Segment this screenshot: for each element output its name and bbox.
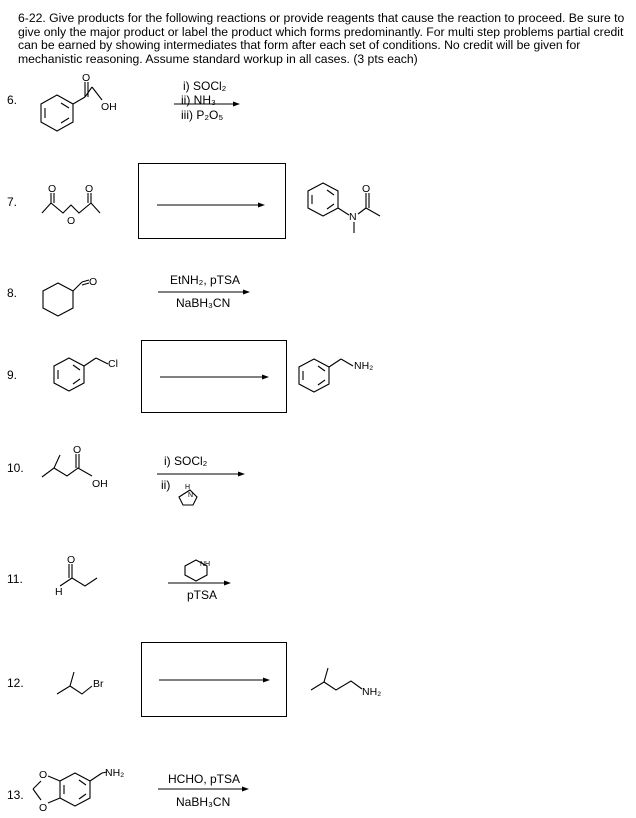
p13-starting-material: O O NH₂ xyxy=(32,767,124,814)
p12-starting-material: Br xyxy=(56,671,104,695)
p6-reagent-3: iii) P₂O₅ xyxy=(181,108,224,122)
p11-reaction-arrow xyxy=(168,580,231,586)
p7-reagent-answer-box[interactable] xyxy=(138,163,286,239)
svg-text:Cl: Cl xyxy=(108,358,118,370)
problem-10-number: 10. xyxy=(7,461,24,475)
p12-product: NH₂ xyxy=(310,667,381,698)
p8-reagent-1: EtNH₂, pTSA xyxy=(170,273,241,287)
svg-text:O: O xyxy=(48,183,56,195)
problem-9-number: 9. xyxy=(7,368,18,382)
instructions-text: 6-22. Give products for the following re… xyxy=(18,11,625,66)
svg-text:Br: Br xyxy=(93,678,104,690)
p10-reaction-arrow xyxy=(157,471,245,477)
p11-pyrrolidine-reagent: NH xyxy=(184,559,210,582)
p8-starting-material: O xyxy=(42,276,97,317)
p10-starting-material: O OH xyxy=(41,444,108,490)
svg-text:H: H xyxy=(55,586,63,598)
svg-text:O: O xyxy=(67,215,75,227)
problem-6-number: 6. xyxy=(7,93,18,107)
svg-text:O: O xyxy=(39,802,47,814)
problem-8-number: 8. xyxy=(7,286,18,300)
p10-pyrrolidine-reagent: H N xyxy=(178,484,198,506)
svg-text:NH: NH xyxy=(200,561,210,568)
svg-text:OH: OH xyxy=(92,478,108,490)
p6-reagent-2: ii) NH₃ xyxy=(181,93,216,107)
p10-reagent-2: ii) xyxy=(161,478,171,492)
p9-starting-material: Cl xyxy=(53,357,118,392)
problem-11-number: 11. xyxy=(7,572,23,586)
svg-text:O: O xyxy=(85,183,93,195)
p7-reaction-arrow xyxy=(157,202,265,208)
p10-reagent-1: i) SOCl₂ xyxy=(164,454,208,468)
svg-text:OH: OH xyxy=(101,101,117,113)
p8-reagent-2: NaBH₃CN xyxy=(176,296,231,310)
p7-product: N O xyxy=(307,182,381,233)
p11-starting-material: O H xyxy=(55,554,98,598)
problem-12-number: 12. xyxy=(7,676,24,690)
problem-7-number: 7. xyxy=(7,195,18,209)
svg-text:O: O xyxy=(39,769,47,781)
p11-reagent-1: pTSA xyxy=(187,588,218,602)
p13-reagent-2: NaBH₃CN xyxy=(176,795,231,809)
p6-reaction-arrow xyxy=(174,101,240,107)
p6-reagent-1: i) SOCl₂ xyxy=(183,79,227,93)
svg-text:O: O xyxy=(73,444,81,456)
svg-text:H: H xyxy=(185,484,190,491)
p9-reaction-arrow xyxy=(160,374,269,380)
p13-reagent-1: HCHO, pTSA xyxy=(168,772,241,786)
svg-text:NH₂: NH₂ xyxy=(362,686,381,698)
p7-starting-material: O O O xyxy=(41,183,101,227)
svg-text:O: O xyxy=(362,183,370,195)
svg-text:N: N xyxy=(349,211,357,223)
svg-text:N: N xyxy=(188,492,193,499)
svg-text:NH₂: NH₂ xyxy=(354,360,373,372)
p9-product: NH₂ xyxy=(298,358,373,393)
svg-text:O: O xyxy=(67,554,75,566)
svg-text:O: O xyxy=(82,72,90,84)
svg-text:NH₂: NH₂ xyxy=(105,767,124,779)
svg-text:O: O xyxy=(89,276,97,288)
p6-starting-material: O OH xyxy=(40,72,117,132)
problem-13-number: 13. xyxy=(7,788,24,802)
p13-reaction-arrow xyxy=(158,786,249,792)
p12-reaction-arrow xyxy=(159,677,270,683)
p8-reaction-arrow xyxy=(158,289,250,295)
